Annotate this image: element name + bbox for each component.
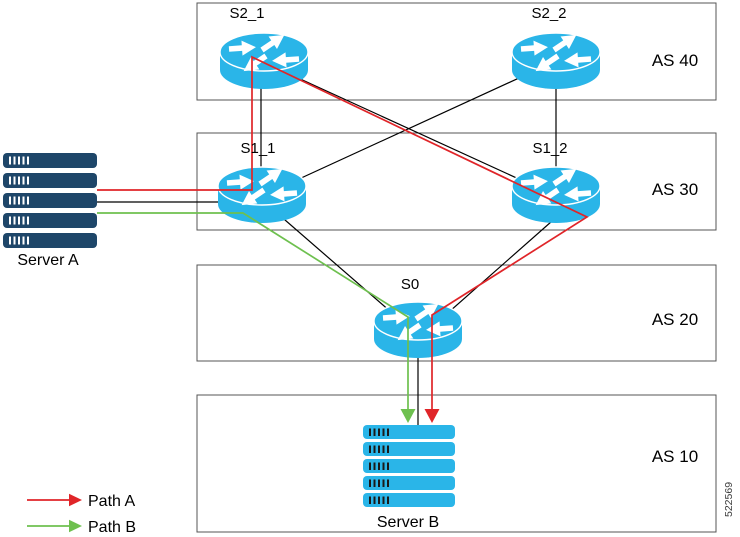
legend-path-a-label: Path A	[88, 493, 135, 510]
server-a-bar	[3, 173, 97, 188]
router-icon-s1-2	[511, 161, 601, 224]
server-b-bar	[363, 442, 455, 456]
router-icon-s2-1	[219, 27, 309, 90]
router-icon-s1-1	[217, 161, 307, 224]
legend: Path A Path B	[27, 493, 136, 536]
router-s1-2-label: S1_2	[532, 140, 567, 157]
path-b-line	[97, 212, 409, 411]
link-s2_2-s1_1	[261, 60, 557, 197]
server-a-vents	[9, 156, 29, 245]
legend-path-b-label: Path B	[88, 519, 136, 536]
server-a-bar	[3, 213, 97, 228]
server-b-icon	[363, 425, 455, 507]
as20-label: AS 20	[652, 310, 698, 329]
path-a-line	[97, 55, 589, 411]
server-a-label: Server A	[17, 252, 79, 269]
path-b-arrowhead-icon	[400, 409, 416, 423]
figure-number: 522569	[723, 482, 735, 517]
server-a-bar	[3, 193, 97, 208]
as10-label: AS 10	[652, 447, 698, 466]
as30-label: AS 30	[652, 180, 698, 199]
server-b-vents	[369, 428, 389, 504]
path-b-legend-arrowhead-icon	[69, 519, 82, 533]
links	[97, 60, 561, 425]
router-s2-1-label: S2_1	[229, 5, 264, 22]
router-s0-label: S0	[401, 276, 419, 293]
router-icon-s0	[373, 296, 463, 359]
server-a-bar	[3, 233, 97, 248]
server-a-bar	[3, 153, 97, 168]
server-b-bar	[363, 493, 455, 507]
router-s1-1-label: S1_1	[240, 140, 275, 157]
path-a-legend-arrowhead-icon	[69, 493, 82, 507]
server-b-bar	[363, 425, 455, 439]
legend-path-b	[27, 519, 82, 533]
path-a-arrowhead-icon	[424, 409, 440, 423]
path-a-route	[97, 55, 589, 423]
legend-path-a	[27, 493, 82, 507]
server-b-bar	[363, 459, 455, 473]
server-b-label: Server B	[377, 514, 439, 531]
as10-zone-box	[196, 394, 717, 533]
server-a-icon	[3, 153, 97, 248]
router-s2-2-label: S2_2	[531, 5, 566, 22]
path-b-route	[97, 212, 416, 423]
router-icon-s2-2	[511, 27, 601, 90]
as40-label: AS 40	[652, 51, 698, 70]
server-b-bar	[363, 476, 455, 490]
labels: AS 40 AS 30 AS 20 AS 10 S2_1 S2_2 S1_1 S…	[17, 5, 698, 531]
